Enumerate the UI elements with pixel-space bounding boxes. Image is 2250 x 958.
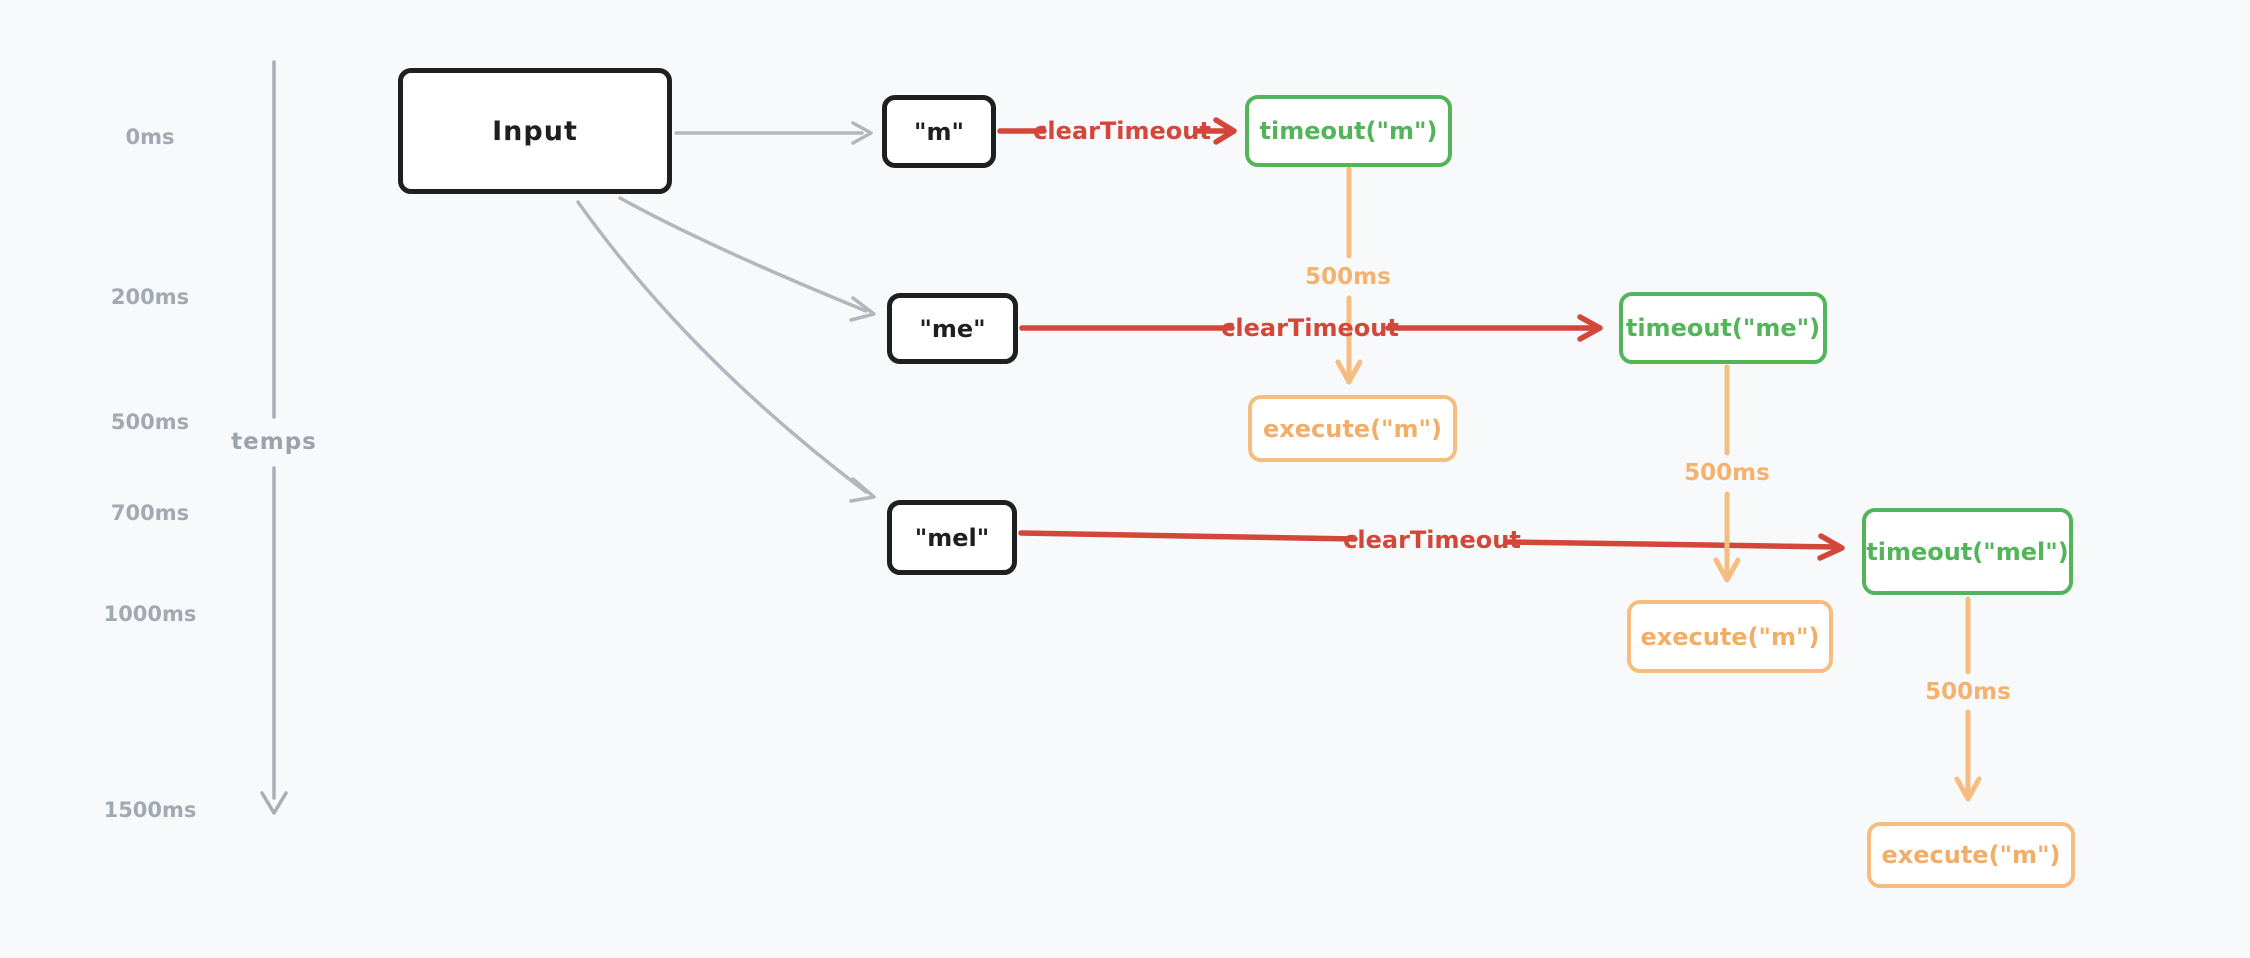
- delay-arrow-3: [1954, 596, 1982, 802]
- timeout-node-m: timeout("m"): [1245, 95, 1452, 167]
- clear-timeout-label-3: clearTimeout: [1343, 526, 1521, 554]
- timeout-node-me: timeout("me"): [1619, 292, 1827, 364]
- input-to-mel-arrow: [576, 200, 876, 503]
- timeline-tick-500ms: 500ms: [110, 410, 190, 434]
- timeline-axis-arrow: [260, 60, 288, 815]
- typed-node-m: "m": [882, 95, 996, 168]
- clear-timeout-label-1: clearTimeout: [1033, 117, 1211, 145]
- delay-label-2: 500ms: [1684, 460, 1770, 486]
- input-node: Input: [398, 68, 672, 194]
- clear-timeout-arrow-1: [997, 117, 1237, 145]
- input-to-me-arrow: [618, 196, 876, 322]
- clear-timeout-label-2: clearTimeout: [1221, 314, 1399, 342]
- delay-arrow-1: [1335, 166, 1363, 385]
- timeline-tick-0ms: 0ms: [125, 125, 175, 149]
- input-to-m-arrow: [674, 121, 873, 145]
- timeline-tick-200ms: 200ms: [110, 285, 190, 309]
- clear-timeout-arrow-2: [1019, 314, 1603, 342]
- delay-label-1: 500ms: [1305, 264, 1391, 290]
- typed-node-me: "me": [887, 293, 1018, 364]
- clear-timeout-arrow-3: [1018, 530, 1845, 561]
- timeline-axis-label: temps: [231, 429, 317, 455]
- execute-node-2: execute("m"): [1627, 600, 1833, 673]
- execute-node-1: execute("m"): [1248, 395, 1457, 462]
- delay-label-3: 500ms: [1925, 679, 2011, 705]
- delay-arrow-2: [1713, 364, 1741, 583]
- execute-node-3: execute("m"): [1867, 822, 2075, 888]
- timeline-tick-1000ms: 1000ms: [103, 602, 197, 626]
- timeout-node-mel: timeout("mel"): [1862, 508, 2073, 595]
- typed-node-mel: "mel": [887, 500, 1017, 575]
- timeline-tick-1500ms: 1500ms: [103, 798, 197, 822]
- timeline-tick-700ms: 700ms: [110, 501, 190, 525]
